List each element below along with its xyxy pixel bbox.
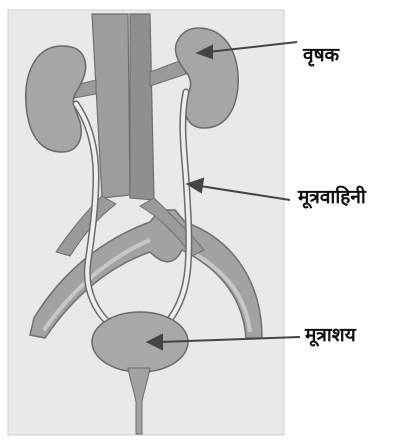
ureter-label: मूत्रवाहिनी (298, 188, 366, 207)
kidney-label: वृषक (303, 46, 339, 65)
aorta (130, 14, 154, 200)
bladder-label: मूत्राशय (305, 326, 356, 345)
